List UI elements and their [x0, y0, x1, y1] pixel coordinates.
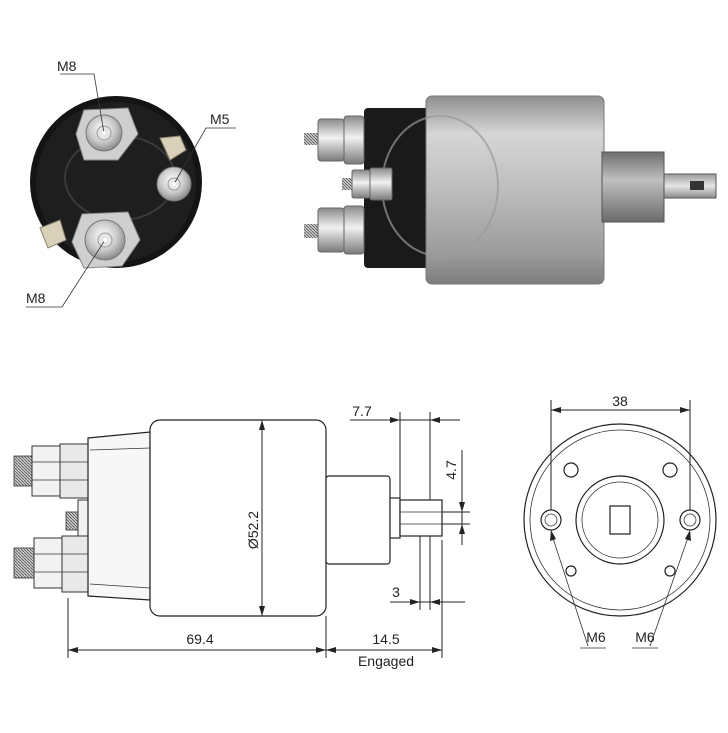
end-view-hole-small [563, 462, 579, 478]
end-view-hole-m6-right [679, 509, 701, 531]
leader-m8-bottom [26, 239, 106, 308]
drawing-end-cap [87, 431, 151, 601]
end-view-hole-small [565, 565, 577, 577]
drawing-tab [399, 499, 443, 537]
travel-state-label: Engaged [358, 653, 414, 669]
photo-bolt-top [304, 115, 365, 165]
leader-m5 [173, 127, 236, 185]
dim-travel: 14.5 [372, 631, 399, 647]
side-dimension-drawing: Ø52.2 69.4 14.5 Engaged 7.7 4.7 [13, 403, 470, 669]
end-view-hole-small [662, 462, 678, 478]
photo-plunger [601, 151, 665, 223]
dim-diameter: Ø52.2 [245, 511, 261, 549]
photo-body [425, 95, 605, 285]
leader-m6-left [550, 531, 589, 647]
leader-m8-top [60, 73, 105, 134]
label-m8-bottom: M8 [26, 290, 46, 306]
dim-hole-spacing: 38 [612, 393, 628, 409]
photo-side-view [304, 95, 717, 285]
end-view-hole-m6-left [540, 509, 562, 531]
end-view-hole-small [664, 565, 676, 577]
dim-body-length: 69.4 [186, 631, 213, 647]
drawing-body [149, 419, 327, 617]
drawing-bolt-top [13, 443, 89, 499]
end-view-slot [609, 505, 631, 535]
drawing-bolt-bottom [13, 535, 91, 593]
terminal-m8-top [75, 107, 139, 161]
label-m8-top: M8 [57, 58, 77, 74]
label-m6-left: M6 [586, 629, 606, 645]
photo-bolt-middle [342, 167, 393, 201]
label-m6-right: M6 [635, 629, 655, 645]
photo-bolt-bottom [304, 205, 365, 255]
leader-m6-right [649, 531, 691, 647]
dim-slot-width: 4.7 [443, 460, 459, 480]
dim-tab-thickness: 3 [392, 584, 400, 600]
photo-end-cap [364, 108, 434, 268]
end-view-drawing: 38 M6 M6 [523, 393, 717, 649]
label-m5: M5 [210, 111, 230, 127]
dim-plunger-offset: 7.7 [352, 403, 372, 419]
drawing-plunger [325, 475, 391, 565]
photo-front-view: M8 M5 M8 [26, 58, 236, 308]
drawing-shaft [389, 497, 401, 539]
